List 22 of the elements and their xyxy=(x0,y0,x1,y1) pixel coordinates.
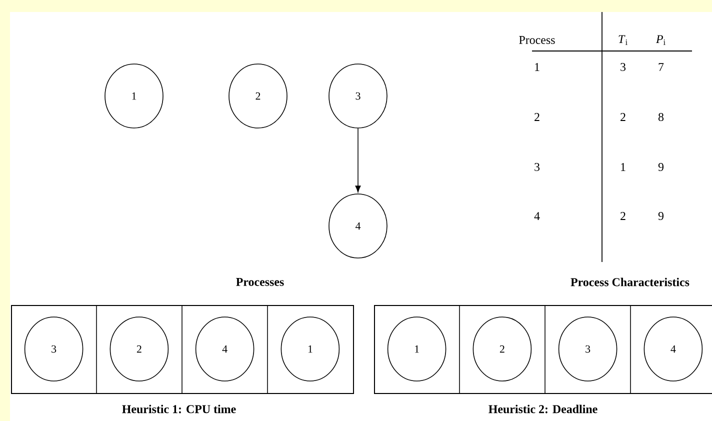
table-cell: 2 xyxy=(534,113,540,121)
column-header: P$_{i}$ xyxy=(656,35,666,45)
node-label: Heuristic 1: CPU time xyxy=(122,404,236,414)
table-cell: 1 xyxy=(621,163,626,171)
table-cell: 2 xyxy=(620,113,626,121)
table-cell: 8 xyxy=(658,112,664,122)
table-cell: 3 xyxy=(620,62,626,72)
caption: Process Characteristics xyxy=(570,278,690,286)
table-cell: 2 xyxy=(620,212,626,220)
queue-strip xyxy=(11,304,354,394)
node-label: Heuristic 2: Deadline xyxy=(488,404,598,414)
column-header: Process xyxy=(519,36,555,44)
table-cell: 9 xyxy=(658,162,664,172)
table-cell: 4 xyxy=(534,212,540,220)
queue-strip xyxy=(374,304,712,394)
table-cell: 1 xyxy=(535,63,540,71)
table-cell: 9 xyxy=(658,212,664,220)
table-cell: 3 xyxy=(534,162,540,172)
arrow xyxy=(355,128,361,192)
column-header: T$_{i}$ xyxy=(618,35,628,45)
table-cell: 7 xyxy=(658,63,664,71)
caption: Processes xyxy=(236,278,284,286)
